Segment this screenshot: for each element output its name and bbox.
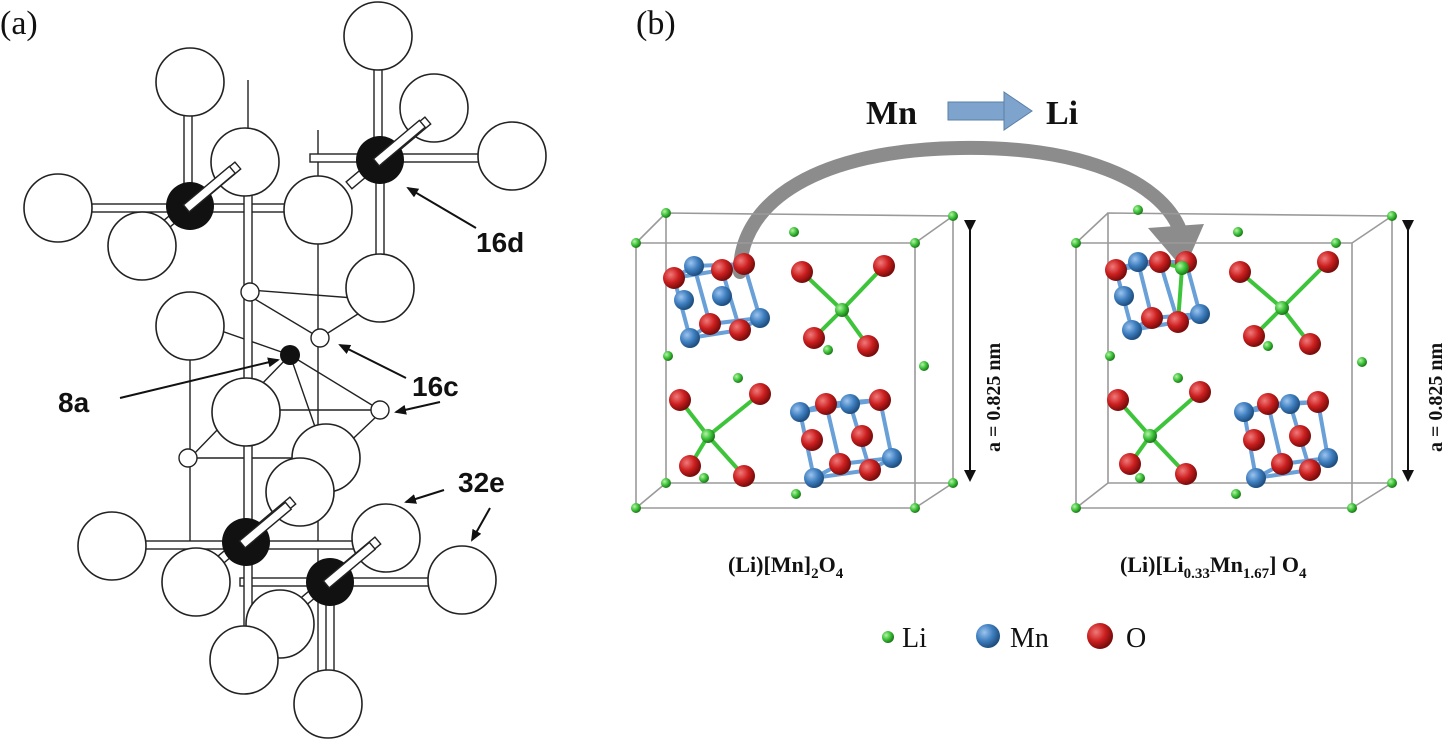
panel-a-label: (a)	[0, 5, 38, 42]
atom-16c	[240, 282, 260, 302]
panel-b-label: (b)	[636, 5, 676, 42]
label-32e: 32e	[458, 467, 505, 498]
legend: Li Mn O	[882, 623, 1146, 654]
o-atom	[293, 669, 363, 739]
o-atom	[345, 253, 415, 323]
legend-o-label: O	[1126, 623, 1146, 654]
o-atom	[211, 377, 281, 447]
o-atom	[283, 175, 353, 245]
label-8a: 8a	[58, 387, 90, 418]
conversion-from: Mn	[866, 95, 917, 132]
o-atom	[77, 511, 147, 581]
o-atom	[155, 291, 225, 361]
label-16c: 16c	[412, 371, 459, 402]
o-atom	[477, 121, 547, 191]
legend-o-swatch	[1087, 623, 1113, 649]
o-atom	[351, 503, 421, 573]
atom-16c	[370, 400, 390, 420]
o-atom	[161, 547, 231, 617]
legend-li-label: Li	[902, 623, 927, 654]
oxygen-atoms	[23, 1, 547, 739]
left-atoms	[631, 208, 958, 513]
unit-cell-right	[1071, 205, 1414, 513]
panel-b: (b) Mn Li	[631, 5, 1447, 654]
site-16c-atoms	[178, 282, 390, 468]
legend-mn-label: Mn	[1010, 623, 1049, 654]
conversion-arrow	[947, 91, 1033, 131]
formula-left: (Li)[Mn]2O4	[728, 552, 844, 582]
o-atom	[23, 173, 93, 243]
o-atom	[155, 47, 225, 117]
lattice-param-right: a = 0.825 nm	[1425, 342, 1447, 452]
unit-cell-left	[631, 208, 976, 513]
right-atoms	[1071, 205, 1397, 513]
atom-16c	[310, 328, 330, 348]
lattice-param-left: a = 0.825 nm	[983, 342, 1005, 452]
label-16d: 16d	[476, 227, 524, 258]
o-atom	[107, 211, 177, 281]
o-atom	[343, 1, 413, 71]
legend-li-swatch	[882, 631, 894, 643]
formula-right: (Li)[Li0.33Mn1.67] O4	[1120, 552, 1307, 582]
o-atom	[209, 625, 279, 695]
panel-a: (a)	[0, 1, 547, 739]
legend-mn-swatch	[976, 624, 1000, 648]
label-arrows	[119, 186, 491, 542]
conversion-to: Li	[1046, 95, 1078, 132]
atom-8a	[280, 345, 300, 365]
substitution-arrow	[733, 140, 1204, 279]
o-atom	[427, 545, 497, 615]
atom-16c	[178, 448, 198, 468]
atom-stubs	[182, 119, 427, 589]
